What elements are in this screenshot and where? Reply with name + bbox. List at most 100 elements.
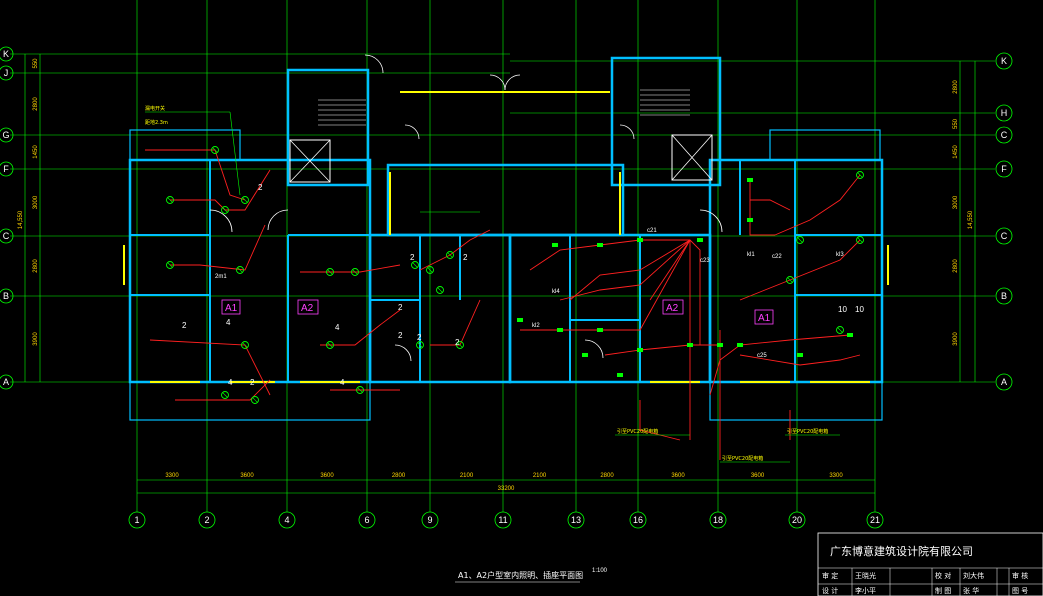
ceiling-light — [166, 261, 174, 269]
ceiling-light — [236, 266, 244, 274]
wire — [300, 264, 401, 273]
ceiling-light-cross — [412, 262, 418, 268]
axis-label-col: 4 — [284, 515, 289, 525]
power-socket — [552, 243, 558, 247]
ceiling-light — [221, 206, 229, 214]
room-tag-box — [754, 309, 774, 325]
title-block-cell: 审 核 — [1012, 571, 1028, 580]
axis-label-row-right: C — [1001, 130, 1008, 140]
axis-bubble-col — [709, 511, 727, 529]
circuit-label: kl2 — [532, 323, 540, 329]
ceiling-light-cross — [167, 197, 173, 203]
room-tag: A1 — [225, 303, 238, 314]
dim-left-segment: 550 — [33, 58, 39, 69]
door-swing — [619, 124, 635, 140]
ceiling-light-cross — [437, 287, 443, 293]
circuit-wiring — [145, 149, 861, 460]
note-pvc-left: 引至PVC20配电箱 — [617, 428, 658, 435]
dim-right-total: 14,550 — [968, 210, 974, 229]
title-block-cell: 图 号 — [1012, 587, 1028, 595]
ceiling-light-cross — [252, 397, 258, 403]
axis-bubble-row-right — [995, 52, 1013, 70]
power-socket — [557, 328, 563, 332]
ceiling-light-cross — [352, 269, 358, 275]
dim-bottom-segment: 3300 — [165, 473, 179, 479]
right-elevator — [671, 134, 713, 181]
title-block-cell: 李小平 — [855, 586, 876, 595]
dim-left-total: 14,550 — [18, 210, 24, 229]
ceiling-light-cross — [222, 207, 228, 213]
room-tag: A2 — [301, 303, 314, 314]
circuit-label: c23 — [700, 258, 710, 264]
circuit-number: 2 — [398, 331, 403, 340]
note-pvc-bottom: 引至PVC20配电箱 — [722, 455, 763, 462]
dim-bottom-segment: 2100 — [533, 473, 547, 479]
axis-label-col: 13 — [571, 515, 581, 525]
axis-label-col: 11 — [498, 515, 507, 525]
note-height: 距地2.3m — [145, 119, 168, 126]
room-tag-box — [297, 299, 319, 315]
axis-label-col: 9 — [427, 515, 432, 525]
power-socket — [747, 178, 753, 182]
axis-bubble-col — [358, 511, 376, 529]
leader — [229, 111, 241, 196]
circuit-number: 4 — [335, 323, 340, 332]
axis-label-row-right: C — [1001, 231, 1008, 241]
dim-bottom-segment: 3300 — [829, 473, 843, 479]
ceiling-light — [416, 341, 424, 349]
ceiling-light-cross — [837, 327, 843, 333]
left-center-unit — [368, 233, 512, 384]
right-balcony — [709, 381, 883, 421]
power-socket — [617, 373, 623, 377]
ceiling-light-cross — [457, 342, 463, 348]
wire — [145, 149, 246, 201]
dim-right-segment: 2800 — [953, 259, 959, 273]
ceiling-light-cross — [447, 252, 453, 258]
axis-bubble-row-left — [0, 161, 14, 177]
wire — [639, 400, 681, 441]
dim-left-segment: 2800 — [33, 259, 39, 273]
wire — [750, 199, 791, 211]
right-center-unit — [508, 233, 712, 384]
title-block-cell: 审 定 — [822, 571, 838, 580]
axis-bubble-row-right — [995, 287, 1013, 305]
ceiling-light-cross — [242, 342, 248, 348]
power-socket — [637, 348, 643, 352]
ceiling-light-cross — [857, 172, 863, 178]
dim-right-segment: 1450 — [953, 145, 959, 159]
room-tag: A1 — [758, 313, 771, 324]
dim-bottom-segment: 2800 — [600, 473, 614, 479]
title-block-company: 广东博意建筑设计院有限公司 — [830, 544, 973, 558]
dim-bottom-segment: 3600 — [240, 473, 254, 479]
axis-bubble-row-right — [995, 373, 1013, 391]
wire — [649, 239, 701, 345]
door-swing — [364, 54, 384, 74]
windows — [123, 91, 889, 383]
door-swing — [699, 209, 723, 233]
door-swing — [394, 344, 412, 362]
drawing-title: A1、A2户型室内照明、插座平面图 — [458, 570, 583, 580]
power-socket — [687, 343, 693, 347]
room-tag: A2 — [666, 303, 679, 314]
power-socket — [717, 343, 723, 347]
wire — [175, 379, 271, 401]
axis-label-row-left: C — [3, 231, 10, 241]
axis-bubble-col — [421, 511, 439, 529]
circuit-number: 2 — [455, 338, 460, 347]
axis-label-col: 1 — [134, 515, 139, 525]
ceiling-light — [351, 268, 359, 276]
axis-label-col: 6 — [364, 515, 369, 525]
left-unit-outline — [128, 158, 372, 384]
axis-bubble-col — [629, 511, 647, 529]
circuit-label: 2m1 — [215, 274, 227, 280]
right-stair-core — [610, 56, 722, 187]
ceiling-light-cross — [857, 237, 863, 243]
axis-bubble-col — [567, 511, 585, 529]
axis-bubble-row-left — [0, 46, 14, 62]
ceiling-light-cross — [242, 197, 248, 203]
right-top-bay — [769, 129, 881, 161]
axis-label-row-right: K — [1001, 56, 1007, 66]
ceiling-light-cross — [327, 342, 333, 348]
ceiling-light — [456, 341, 464, 349]
